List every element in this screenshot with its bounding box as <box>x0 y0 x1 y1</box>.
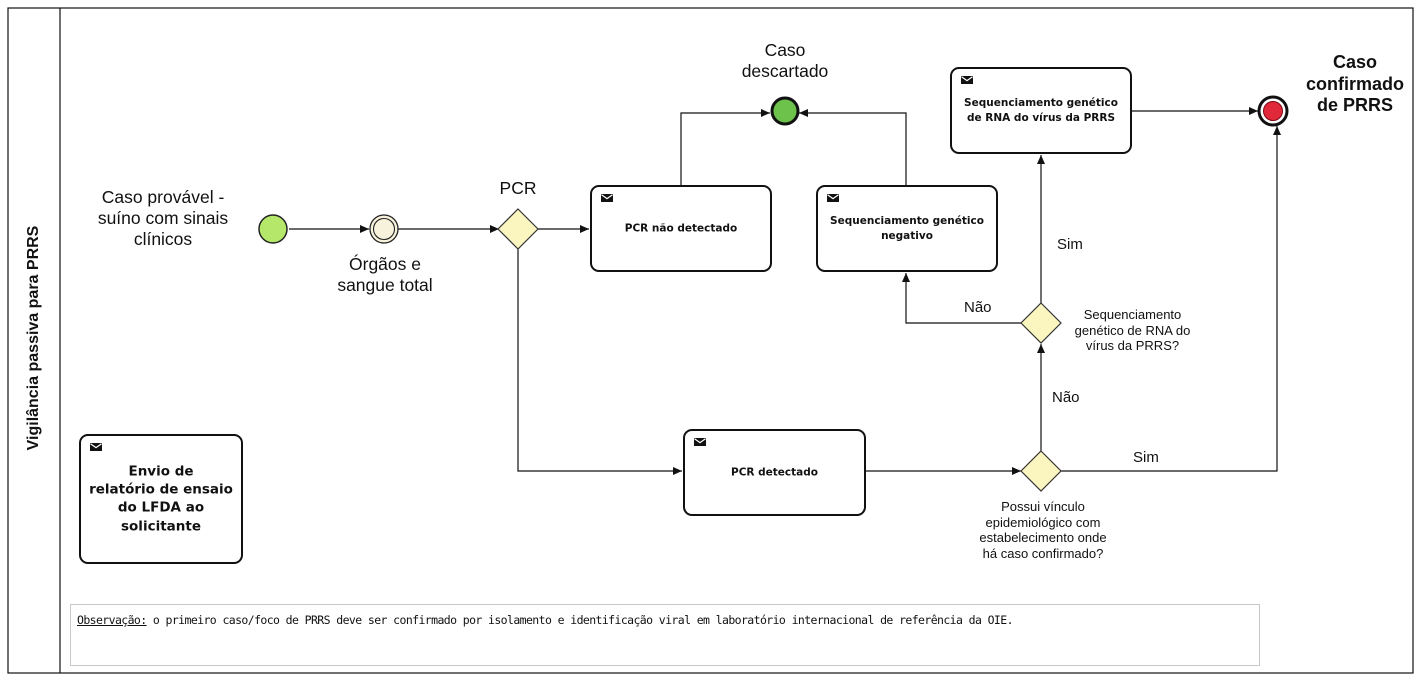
intermediate-event-icon <box>369 214 399 244</box>
gateway-link-icon <box>1020 450 1062 492</box>
flow-label-nao-link: Não <box>1052 389 1080 406</box>
flow-label-sim-seq: Sim <box>1057 236 1083 253</box>
gateway-sequencing-label: Sequenciamento genético de RNA do vírus … <box>1074 307 1191 354</box>
end-event-confirmed-icon <box>1257 95 1289 127</box>
gateway-link-label: Possui vínculo epidemiológico com estabe… <box>979 499 1107 561</box>
flow-not-detected-to-discarded <box>680 109 770 185</box>
task-seq-negative[interactable]: Sequenciamento genético negativo <box>816 185 998 272</box>
flow-link-yes-to-confirmed <box>1061 126 1281 472</box>
pool-title: Vigilância passiva para PRRS <box>25 225 42 451</box>
task-seq-rna[interactable]: Sequenciamento genético de RNA do vírus … <box>950 67 1132 154</box>
envelope-icon <box>694 438 706 446</box>
confirmed-event-label: Caso confirmado de PRRS <box>1305 52 1404 116</box>
envelope-icon <box>827 194 839 202</box>
observation-text: Observação: o primeiro caso/foco de PRRS… <box>77 613 1014 627</box>
envelope-icon <box>601 194 613 202</box>
task-label: PCR não detectado <box>624 221 738 234</box>
flow-pcr-to-detected <box>517 249 682 475</box>
observation-body: o primeiro caso/foco de PRRS deve ser co… <box>146 613 1014 627</box>
task-label: PCR detectado <box>731 465 818 478</box>
observation-note: Observação: o primeiro caso/foco de PRRS… <box>70 604 1260 666</box>
gateway-pcr-icon <box>497 208 539 250</box>
task-label: Sequenciamento genético negativo <box>830 214 984 242</box>
flow-seq-no-to-negative <box>902 273 1021 324</box>
start-event-label: Caso provável - suíno com sinais clínico… <box>97 187 229 249</box>
flow-label-nao-seq: Não <box>964 299 992 316</box>
flow-seq-negative-to-discarded <box>799 109 907 185</box>
task-pcr-detected[interactable]: PCR detectado <box>683 429 866 516</box>
gateway-sequencing-icon <box>1020 302 1062 344</box>
task-label: Sequenciamento genético de RNA do vírus … <box>964 96 1118 124</box>
task-report[interactable]: Envio de relatório de ensaio do LFDA ao … <box>79 434 243 564</box>
task-label: Envio de relatório de ensaio do LFDA ao … <box>89 463 233 535</box>
gateway-pcr-label: PCR <box>499 178 537 198</box>
end-event-discarded-icon <box>770 96 800 126</box>
task-pcr-not-detected[interactable]: PCR não detectado <box>590 185 772 272</box>
flow-label-sim-link: Sim <box>1133 449 1159 466</box>
pool-frame <box>7 7 1414 674</box>
discarded-event-label: Caso descartado <box>741 40 829 81</box>
start-event-icon <box>258 214 288 244</box>
envelope-icon <box>961 76 973 84</box>
envelope-icon <box>90 443 102 451</box>
observation-label: Observação: <box>77 613 147 627</box>
intermediate-event-label: Órgãos e sangue total <box>337 254 433 295</box>
